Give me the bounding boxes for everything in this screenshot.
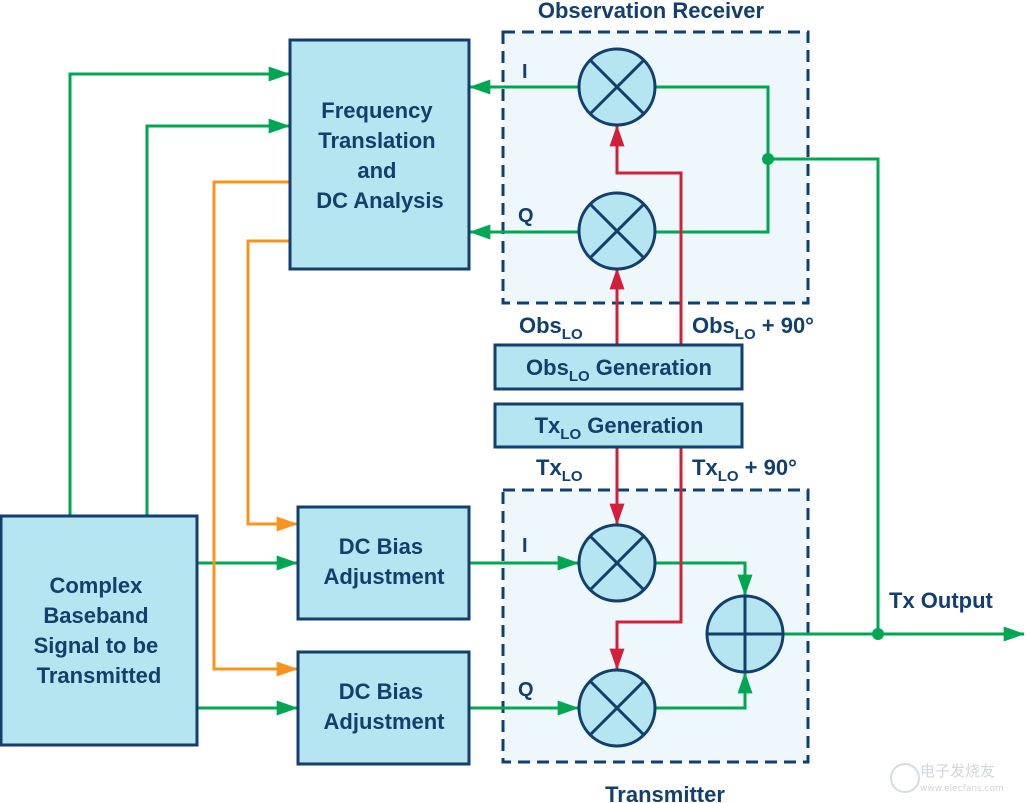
obs-q-label: Q — [518, 205, 534, 227]
green-signal-lines — [68, 66, 1026, 716]
tx-i-mixer-icon — [577, 523, 657, 603]
tx-i-label: I — [522, 535, 528, 557]
tx-q-mixer-icon — [577, 668, 657, 748]
freq-to-dcbias-2-line — [212, 180, 299, 677]
freq-to-dcbias-1-line — [246, 239, 299, 532]
dc-bias-2-label: DC Bias Adjustment — [324, 679, 446, 734]
baseband-to-freq-line-1 — [68, 66, 291, 516]
tx-lo-generation-label: TxLO Generation — [535, 413, 704, 443]
obs-lo-generation-label: ObsLO Generation — [526, 355, 712, 385]
dc-bias-1-label: DC Bias Adjustment — [324, 534, 446, 589]
obs-q-mixer-icon — [577, 191, 657, 271]
tx-lo-90-label: TxLO + 90° — [692, 455, 797, 485]
obs-feedback-line — [768, 157, 880, 634]
obs-lo-90-line — [609, 124, 683, 345]
observation-receiver-title: Observation Receiver — [538, 0, 765, 23]
watermark: 电子发烧友 www.elecfans.com — [890, 762, 1004, 794]
obs-i-mixer-icon — [577, 47, 657, 127]
dc-bias-2-block — [296, 650, 471, 766]
baseband-to-freq-line-2 — [145, 118, 291, 516]
tx-q-label: Q — [518, 679, 534, 701]
tx-output-label: Tx Output — [889, 588, 994, 613]
red-lo-lines — [609, 124, 683, 671]
obs-i-label: I — [522, 61, 528, 83]
tx-i-to-adder-line — [655, 561, 753, 597]
dc-bias-1-block — [296, 505, 471, 621]
tx-lo-label: TxLO — [536, 455, 583, 485]
svg-text:www.elecfans.com: www.elecfans.com — [920, 784, 1004, 794]
freq-translation-label: Frequency Translation and DC Analysis — [316, 98, 444, 213]
svg-text:电子发烧友: 电子发烧友 — [920, 762, 995, 780]
tx-q-to-adder-line — [655, 671, 753, 710]
obs-lo-90-label: ObsLO + 90° — [692, 313, 814, 343]
obs-lo-label: ObsLO — [519, 313, 583, 343]
complex-baseband-block — [0, 514, 199, 747]
tx-output-junction-dot — [872, 628, 884, 640]
tx-lo-generation-block — [493, 402, 744, 449]
observation-receiver-group — [501, 30, 810, 305]
freq-translation-block — [288, 38, 471, 271]
obs-lo-generation-block — [493, 343, 744, 391]
transmitter-title: Transmitter — [605, 782, 725, 803]
complex-baseband-label: Complex Baseband Signal to be Transmitte… — [34, 573, 165, 688]
obs-junction-dot — [762, 153, 774, 165]
orange-control-lines — [212, 180, 299, 677]
tx-lo-90-line — [609, 447, 683, 671]
adder-icon — [705, 594, 785, 674]
